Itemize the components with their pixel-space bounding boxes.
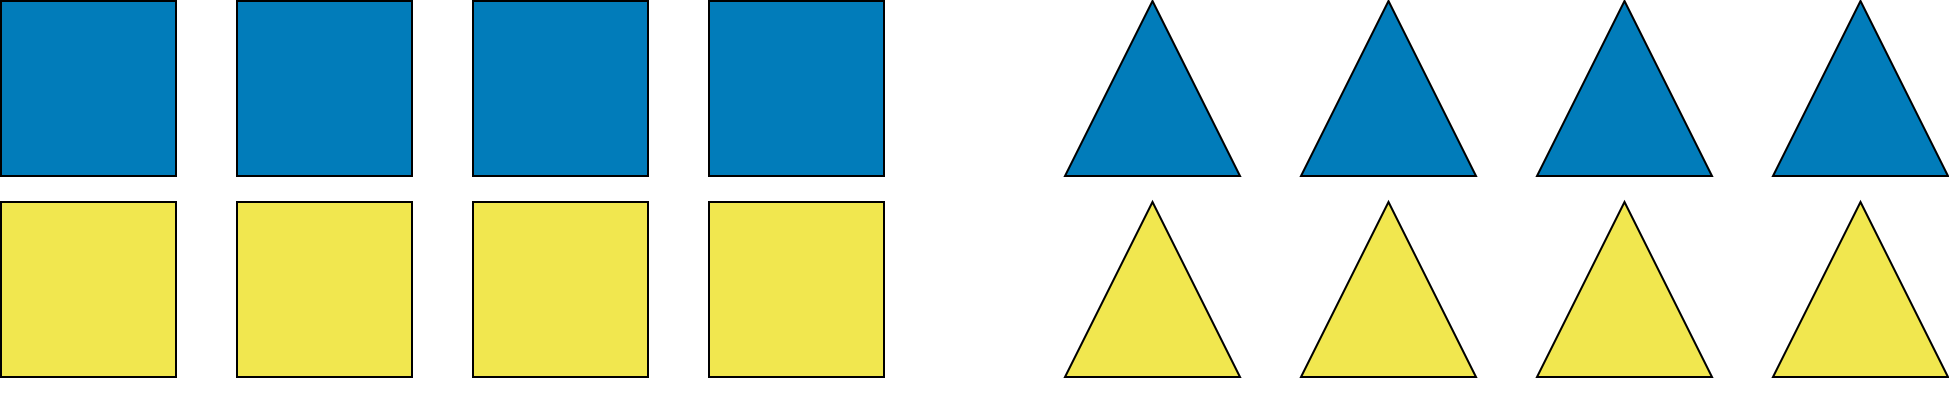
yellow-triangle xyxy=(1771,199,1949,378)
blue-square xyxy=(708,0,885,177)
yellow-square xyxy=(708,201,885,378)
blue-square xyxy=(0,0,177,177)
blue-triangle xyxy=(1771,0,1949,177)
yellow-square xyxy=(472,201,649,378)
yellow-square xyxy=(0,201,177,378)
blue-square xyxy=(236,0,413,177)
yellow-square xyxy=(236,201,413,378)
blue-triangle xyxy=(1535,0,1714,177)
yellow-triangle xyxy=(1535,199,1714,378)
yellow-triangle xyxy=(1063,199,1242,378)
blue-triangle xyxy=(1063,0,1242,177)
blue-square xyxy=(472,0,649,177)
blue-triangle xyxy=(1299,0,1478,177)
yellow-triangle xyxy=(1299,199,1478,378)
